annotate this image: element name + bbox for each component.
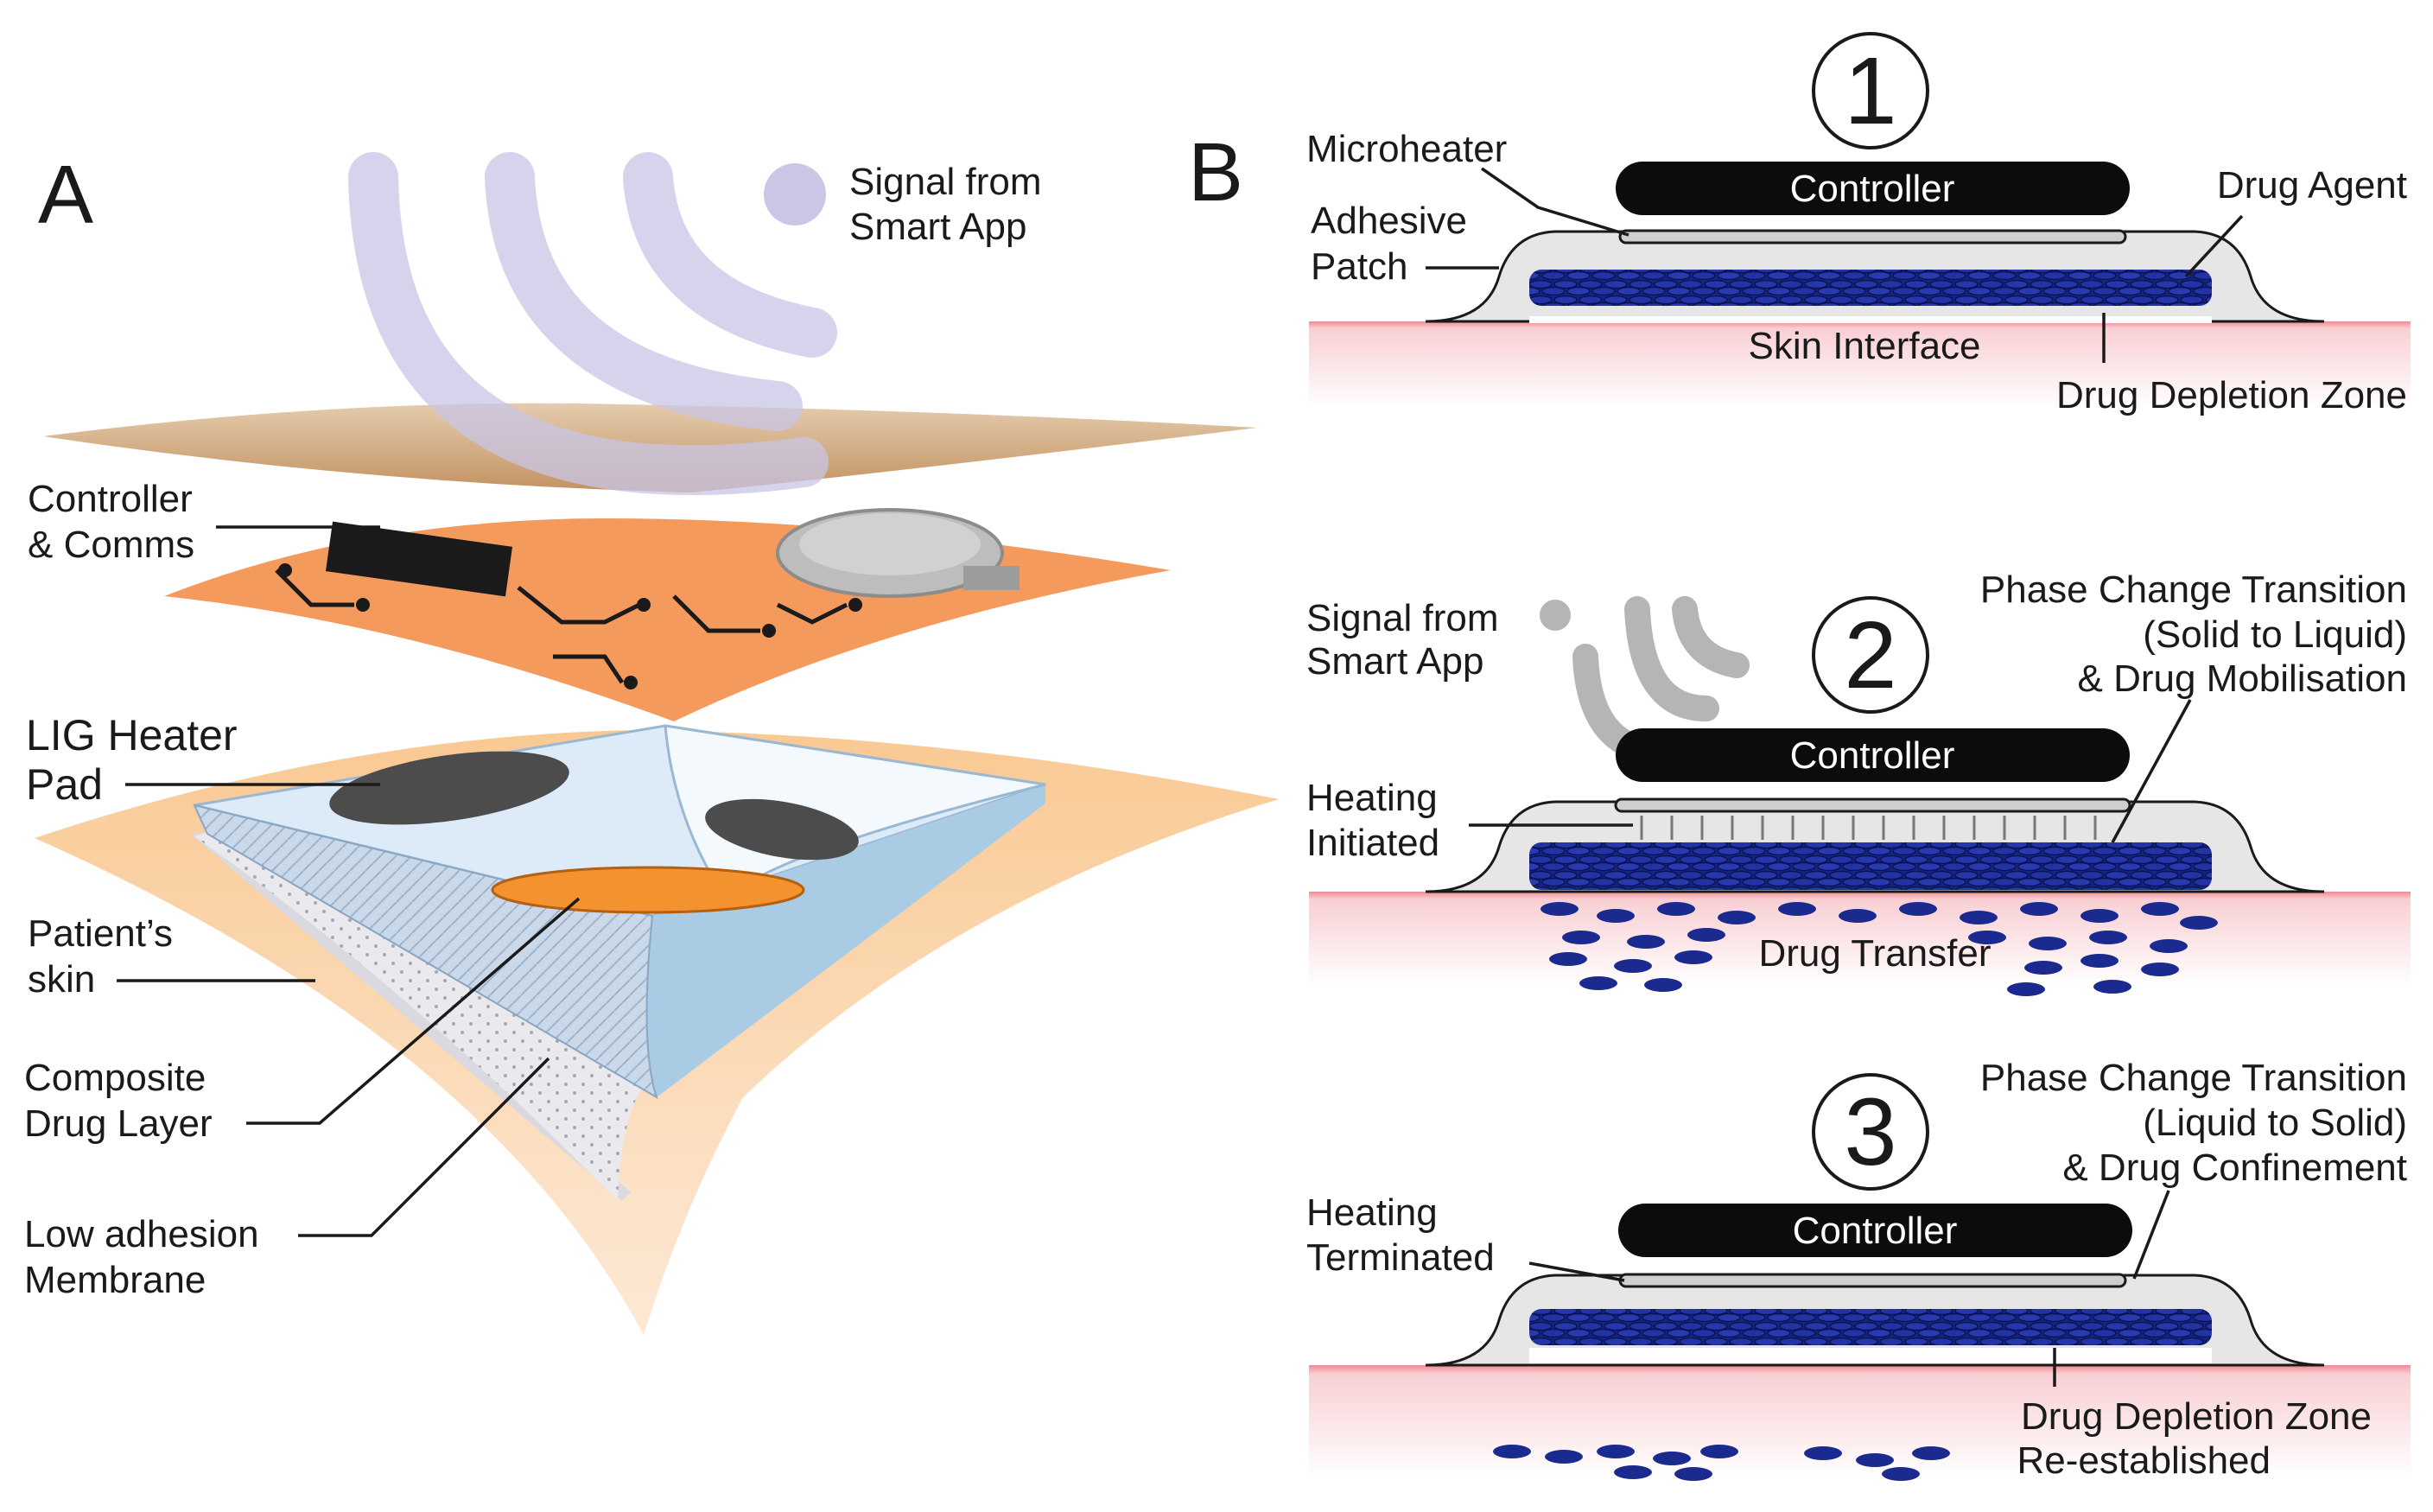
pcb-vias [278, 563, 862, 689]
phase-label-2-line2: (Solid to Liquid) [2143, 613, 2407, 656]
pcb-connector [963, 566, 1020, 590]
heater-pad-front [646, 785, 1045, 1097]
depletion-label-3-line2: Re-established [2017, 1439, 2271, 1482]
drug-transfer-particles [1540, 902, 2218, 996]
coin-battery-top [799, 513, 981, 575]
drug-agent-layer-3 [1529, 1309, 2212, 1345]
controller-chip [325, 521, 513, 597]
stage-1: 1 Controller Microheater Adhesive Patch … [1306, 32, 2411, 416]
skin-label-line2: skin [28, 958, 95, 1001]
drug-agent-layer-2 [1529, 842, 2212, 890]
small-signal-dot [1540, 600, 1571, 631]
controller-box-2 [1616, 728, 2130, 782]
stage-3-number: 3 [1844, 1079, 1896, 1185]
microheater-leader [1481, 167, 1629, 237]
composite-drug-disc [491, 866, 805, 914]
controller-box-1 [1616, 162, 2130, 215]
phase-label-2-line1: Phase Change Transition [1980, 569, 2407, 611]
heater-electrode-right [705, 798, 859, 861]
signal-label-a-line2: Smart App [849, 206, 1026, 248]
controller-label-1: Controller [1790, 168, 1955, 210]
heating-terminated-line2: Terminated [1306, 1236, 1495, 1279]
phase-label-3-line3: & Drug Confinement [2062, 1147, 2407, 1189]
panel-a: A [24, 149, 1279, 1335]
heating-terminated-leader [1528, 1261, 1625, 1282]
low-adhesion-membrane [190, 829, 631, 1201]
membrane-label-line2: Membrane [24, 1259, 206, 1301]
controller-label-line2: & Comms [28, 524, 194, 566]
wifi-signal-dot [764, 163, 826, 226]
phase-leader-3 [2132, 1190, 2170, 1280]
skin-interface-label: Skin Interface [1748, 325, 1980, 367]
microheater-label: Microheater [1306, 128, 1507, 170]
panel-b: B 1 Controller Microheater Adhesive Patc… [1188, 32, 2411, 1482]
controller-box-3 [1618, 1204, 2132, 1257]
drug-agent-layer-1 [1529, 270, 2212, 306]
drug-layer-label-line2: Drug Layer [24, 1102, 213, 1145]
heating-terminated-line1: Heating [1306, 1191, 1438, 1234]
heat-arrows [1640, 816, 2097, 840]
microheater-1 [1618, 229, 2127, 245]
depletion-label-3-line1: Drug Depletion Zone [2021, 1395, 2372, 1438]
stage-1-number-circle [1812, 32, 1929, 149]
drug-transfer-label: Drug Transfer [1759, 932, 1992, 975]
adhesive-label-line1: Adhesive [1311, 200, 1467, 242]
heating-initiated-line1: Heating [1306, 777, 1438, 819]
stage-2-number-circle [1812, 596, 1929, 714]
depletion-label-1: Drug Depletion Zone [2056, 374, 2407, 416]
phase-label-2-line3: & Drug Mobilisation [2078, 658, 2408, 700]
heating-initiated-line2: Initiated [1306, 822, 1439, 864]
stage-3-number-circle [1812, 1073, 1929, 1191]
residual-drug-particles [1493, 1445, 1950, 1481]
stage-2: 2 Controller [1306, 569, 2411, 996]
controller-label-3: Controller [1793, 1210, 1958, 1252]
microheater-2 [1614, 797, 2131, 813]
adhesive-label-line2: Patch [1311, 245, 1408, 288]
controller-pcb [164, 518, 1171, 721]
heater-electrode-left [329, 751, 569, 825]
skin-label-line1: Patient’s [28, 912, 173, 955]
heater-label-line2: Pad [26, 760, 103, 809]
stage-1-number: 1 [1844, 38, 1896, 144]
drug-layer-label-line1: Composite [24, 1057, 206, 1099]
signal-label-b-line1: Signal from [1306, 597, 1499, 639]
skin-layer-1 [1309, 321, 2411, 408]
phase-label-3-line1: Phase Change Transition [1980, 1057, 2407, 1099]
membrane-leader [298, 1057, 550, 1237]
drug-layer-leader [246, 897, 581, 1125]
skin-layer-2 [1309, 892, 2411, 987]
panel-b-letter: B [1188, 126, 1243, 219]
stage-2-number: 2 [1844, 602, 1896, 708]
heater-label-line1: LIG Heater [26, 711, 238, 759]
pcb-traces [275, 569, 848, 684]
phase-leader-2 [2111, 699, 2192, 843]
drug-agent-leader [2184, 214, 2244, 278]
controller-label-2: Controller [1790, 734, 1955, 777]
membrane-surface [194, 829, 657, 1201]
signal-label-b-line2: Smart App [1306, 640, 1483, 683]
signal-label-a-line1: Signal from [849, 161, 1042, 203]
panel-a-letter: A [38, 149, 93, 241]
controller-label-line1: Controller [28, 478, 193, 520]
drug-agent-label: Drug Agent [2217, 164, 2407, 206]
stage-3: 3 Controller Phase Change Transition (Li… [1306, 1057, 2411, 1482]
skin-gap-1 [1529, 316, 2212, 323]
wifi-signal-icon [348, 152, 837, 496]
heater-pad-side [193, 804, 658, 1100]
phase-label-3-line2: (Liquid to Solid) [2143, 1102, 2407, 1144]
microheater-3 [1618, 1273, 2127, 1288]
membrane-label-line1: Low adhesion [24, 1213, 259, 1255]
skin-gap-3 [1529, 1348, 2212, 1363]
